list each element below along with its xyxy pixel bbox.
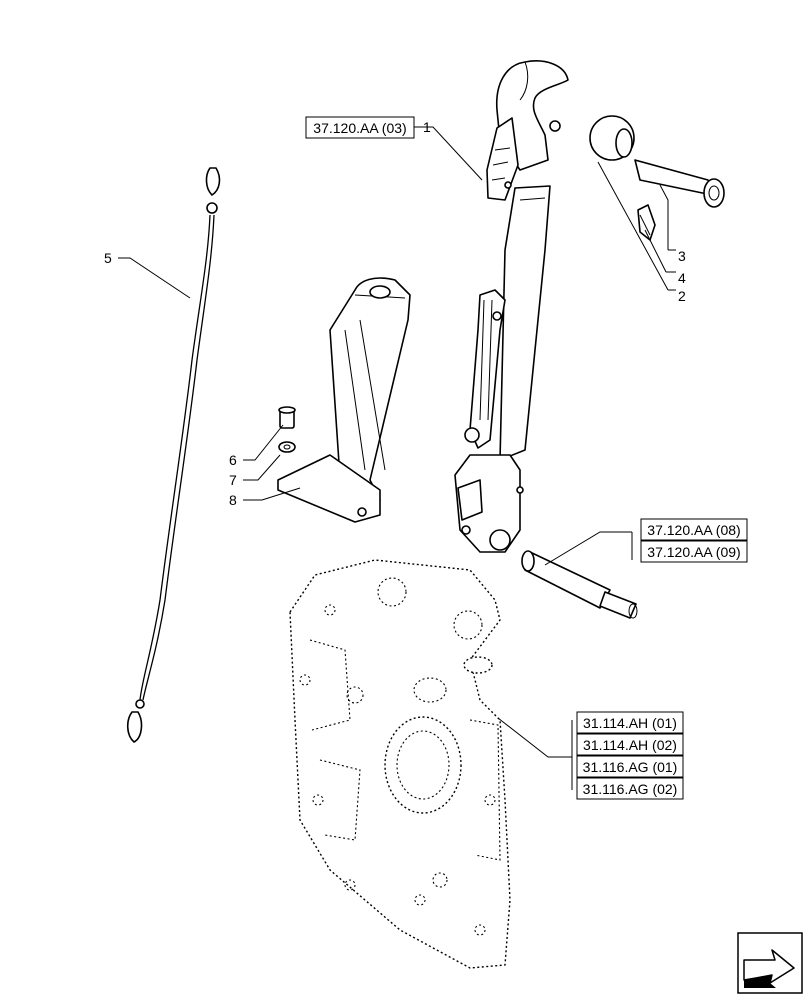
top-link-assembly [454, 60, 569, 553]
callout-5: 5 [104, 250, 112, 266]
reference-label: 31.116.AG (02) [583, 781, 678, 797]
callout-7: 7 [229, 472, 237, 488]
reference-label: 31.114.AH (02) [583, 737, 677, 753]
reference-label: 31.116.AG (01) [583, 759, 678, 775]
support-bracket [277, 277, 411, 523]
reference-label: 37.120.AA (09) [647, 544, 740, 560]
reference-label: 37.120.AA (03) [313, 120, 406, 136]
safety-chain [126, 167, 221, 743]
reference-label: 37.120.AA (08) [647, 522, 740, 538]
leader-lines [118, 126, 676, 790]
callout-2: 2 [678, 288, 686, 304]
reference-label: 31.114.AH (01) [583, 715, 677, 731]
callout-6: 6 [229, 452, 237, 468]
callout-4: 4 [678, 270, 686, 286]
callout-8: 8 [229, 492, 237, 508]
ball-pin-clip-group [589, 115, 725, 241]
rear-axle-housing [289, 559, 511, 969]
reference-box-31-116-ag-02[interactable]: 31.116.AG (02) [576, 777, 684, 800]
reference-box-37-120-aa-03[interactable]: 37.120.AA (03) [305, 116, 415, 139]
callout-1: 1 [423, 119, 431, 135]
reference-box-31-114-ah-02[interactable]: 31.114.AH (02) [576, 733, 684, 756]
lower-pin [521, 550, 638, 619]
reference-box-31-114-ah-01[interactable]: 31.114.AH (01) [576, 711, 684, 734]
next-page-arrow-icon[interactable] [737, 932, 803, 994]
callout-3: 3 [678, 248, 686, 264]
reference-box-37-120-aa-08[interactable]: 37.120.AA (08) [640, 518, 748, 541]
reference-box-31-116-ag-01[interactable]: 31.116.AG (01) [576, 755, 684, 778]
reference-box-37-120-aa-09[interactable]: 37.120.AA (09) [640, 540, 748, 563]
